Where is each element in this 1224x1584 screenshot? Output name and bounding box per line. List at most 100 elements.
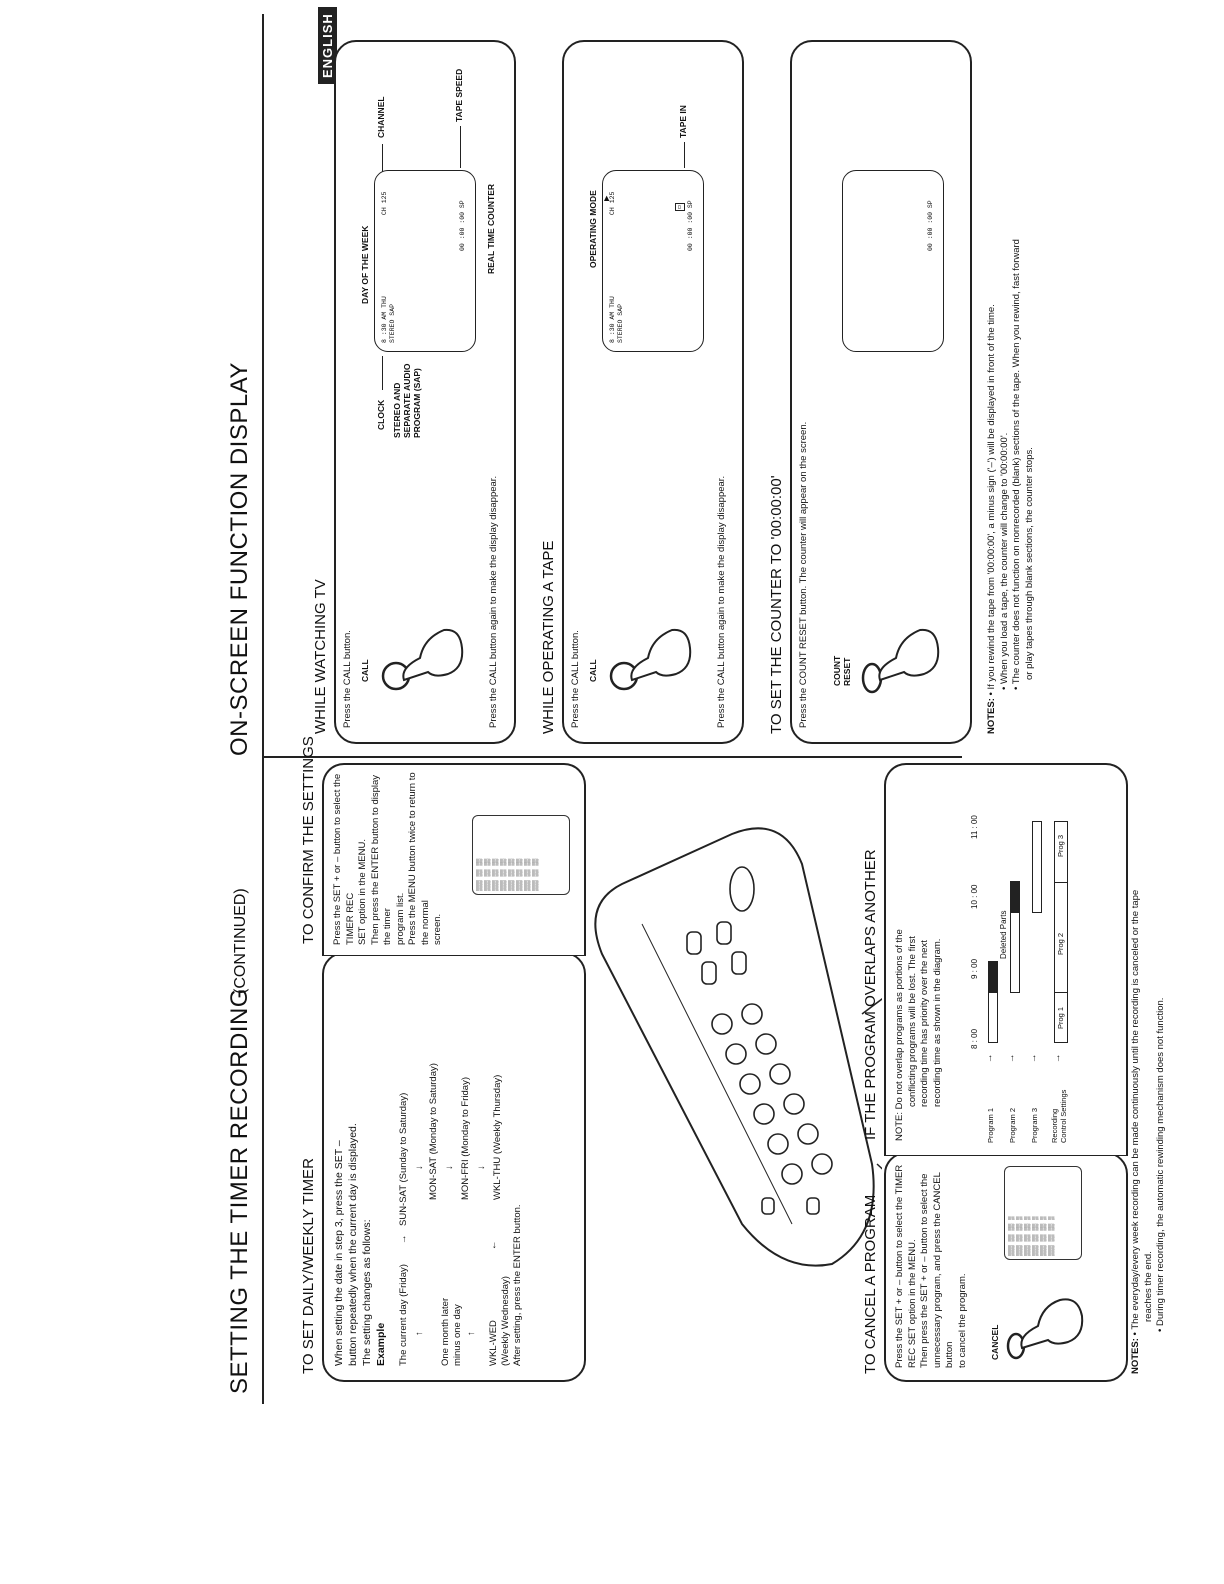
- deleted-parts-label: Deleted Parts: [999, 910, 1008, 959]
- mon-fri: MON-FRI (Monday to Friday): [460, 1077, 471, 1200]
- time-9: 9 : 00: [970, 958, 979, 979]
- screen-channel: CH 125: [381, 191, 388, 215]
- header-rule: [262, 14, 264, 1404]
- confirm-box: Press the SET + or – button to select th…: [322, 763, 586, 956]
- tape-in-leader: [684, 142, 685, 168]
- page-divider: [262, 756, 962, 758]
- watching-tv-press: Press the CALL button.: [342, 630, 353, 728]
- daily-weekly-intro: When setting the date in step 3, press t…: [332, 966, 388, 1366]
- cancel-mini-screen: ▒▒▒ ▒▒ ▒▒ ▒▒▒▒ ▒▒ ▒▒ ▒▒▒▒ ▒▒ ▒▒ ▒▒▒▒ ▒▒ …: [1004, 1166, 1082, 1260]
- arrow-p3: →: [1028, 1053, 1039, 1064]
- row-program-2: Program 2: [1008, 1107, 1017, 1143]
- screen-counter-3: 00 :00 :00 SP: [927, 200, 934, 251]
- row-program-1: Program 1: [986, 1107, 995, 1143]
- arrow-p2: →: [1006, 1053, 1017, 1064]
- arrow-up-1: ↑: [414, 1331, 425, 1336]
- operating-tape-box: Press the CALL button. CALL Press the CA…: [562, 40, 744, 744]
- hand-pressing-cancel-icon: [1006, 1298, 1084, 1360]
- screen-counter: 00 :00 :00 SP: [459, 200, 466, 251]
- time-8: 8 : 00: [970, 1028, 979, 1049]
- operating-call-label: CALL: [588, 659, 598, 682]
- confirm-mini-screen: ▒▒▒ ▒▒ ▒▒▒▒▒ ▒▒ ▒▒▒▒▒ ▒▒ ▒▒▒▒▒ ▒▒ ▒▒▒▒▒ …: [472, 815, 570, 895]
- arrow-down-1: ↓: [414, 1165, 425, 1170]
- tape-speed-leader: [460, 126, 461, 168]
- arrow-down-3: ↓: [476, 1165, 487, 1170]
- watching-tv-title: WHILE WATCHING TV: [312, 579, 329, 734]
- time-10: 10 : 00: [970, 884, 979, 909]
- hand-pressing-call-icon-2: [609, 628, 692, 691]
- real-time-label: REAL TIME COUNTER: [486, 183, 496, 274]
- mon-sat: MON-SAT (Monday to Saturday): [428, 1063, 439, 1200]
- screen-counter-2: 00 :00 :00 SP: [687, 200, 694, 251]
- stereo-label: STEREO AND SEPARATE AUDIO PROGRAM (SAP): [392, 363, 422, 438]
- watching-call-label: CALL: [360, 659, 370, 682]
- sun-sat: SUN-SAT (Sunday to Saturday): [398, 1092, 409, 1226]
- tape-speed-label: TAPE SPEED: [454, 68, 464, 122]
- bar-program-2-deleted: [1010, 881, 1020, 913]
- left-page-title: SETTING THE TIMER RECORDING: [226, 988, 253, 1394]
- divider-2: [1054, 882, 1068, 883]
- remote-control-illustration: [594, 827, 882, 1267]
- operating-tape-press: Press the CALL button.: [570, 630, 581, 728]
- hand-pressing-count-reset-icon: [861, 628, 940, 694]
- overlap-title: IF THE PROGRAM OVERLAPS ANOTHER: [862, 849, 879, 1140]
- row-program-3: Program 3: [1030, 1107, 1039, 1143]
- tape-in-icon: ▭: [675, 203, 685, 211]
- bottom-notes: NOTES: • The everyday/every week recordi…: [1130, 889, 1166, 1374]
- after-setting: After setting, press the ENTER button.: [512, 1204, 523, 1366]
- overlap-note: NOTE: Do not overlap programs as portion…: [894, 929, 943, 1141]
- example-label: Example: [375, 1322, 387, 1366]
- row-control: Control Settings: [1059, 1089, 1068, 1143]
- screen-time: 8 :30 AM THU: [381, 296, 388, 343]
- wkl-thu: WKL-THU (Weekly Thursday): [492, 1074, 503, 1200]
- operating-mode-label: OPERATING MODE: [588, 190, 598, 268]
- arrow-rec: →: [1052, 1053, 1063, 1064]
- counter-box: Press the COUNT RESET button. The counte…: [790, 40, 972, 744]
- arrow-right-1: →: [398, 1234, 409, 1245]
- time-11: 11 : 00: [970, 815, 979, 839]
- prog1-label: Prog 1: [1056, 1006, 1065, 1029]
- current-day: The current day (Friday): [398, 1264, 409, 1366]
- count-reset-label: COUNT RESET: [832, 655, 852, 686]
- day-of-week-label: DAY OF THE WEEK: [360, 225, 370, 304]
- operating-tape-again: Press the CALL button again to make the …: [716, 475, 727, 728]
- arrow-left-1: ←: [488, 1240, 499, 1251]
- channel-label: CHANNEL: [376, 96, 386, 138]
- screen-stereo-2: STEREO SAP: [617, 303, 624, 343]
- arrow-p1: →: [984, 1053, 995, 1064]
- watching-tv-again: Press the CALL button again to make the …: [488, 475, 499, 728]
- bar-program-3: [1032, 821, 1042, 913]
- clock-leader: [382, 356, 383, 390]
- right-notes: NOTES: • If you rewind the tape from '00…: [986, 239, 1035, 734]
- clock-label: CLOCK: [376, 399, 386, 430]
- daily-weekly-title: TO SET DAILY/WEEKLY TIMER: [300, 1158, 317, 1374]
- counter-title: TO SET THE COUNTER TO '00:00:00': [768, 475, 785, 734]
- tape-in-label: TAPE IN: [678, 105, 688, 138]
- wkl-wed-sub: (Weekly Wednesday): [500, 1276, 511, 1366]
- overlap-box: NOTE: Do not overlap programs as portion…: [884, 763, 1128, 1156]
- watching-tv-box: Press the CALL button. CALL Press the CA…: [334, 40, 516, 744]
- confirm-text: Press the SET + or – button to select th…: [332, 772, 443, 945]
- daily-weekly-box: When setting the date in step 3, press t…: [322, 952, 586, 1382]
- hand-pressing-call-icon: [381, 628, 464, 691]
- cancel-box: Press the SET + or – button to select th…: [884, 1152, 1128, 1382]
- continued-label: (CONTINUED): [232, 888, 249, 994]
- cancel-text: Press the SET + or – button to select th…: [894, 1164, 968, 1368]
- tv-screen-operating: 8 :30 AM THU STEREO SAP CH 125 ▶ ▭ 00 :0…: [602, 170, 704, 352]
- counter-press: Press the COUNT RESET button. The counte…: [798, 421, 809, 728]
- arrow-up-2: ↑: [466, 1331, 477, 1336]
- cancel-title: TO CANCEL A PROGRAM: [862, 1194, 879, 1374]
- tv-screen-counter: 00 :00 :00 SP: [842, 170, 944, 352]
- one-month: One month later: [440, 1297, 451, 1366]
- play-mode-icon: ▶: [602, 195, 612, 201]
- prog2-label: Prog 2: [1056, 932, 1065, 955]
- prog3-label: Prog 3: [1056, 834, 1065, 857]
- tv-screen-watching: 8 :30 AM THU STEREO SAP CH 125 00 :00 :0…: [374, 170, 476, 352]
- bar-program-1-deleted: [988, 961, 998, 993]
- screen-time-2: 8 :30 AM THU: [609, 296, 616, 343]
- row-recording: Recording: [1050, 1108, 1059, 1143]
- divider-1: [1054, 992, 1068, 993]
- operating-tape-title: WHILE OPERATING A TAPE: [540, 540, 557, 734]
- arrow-down-2: ↓: [444, 1165, 455, 1170]
